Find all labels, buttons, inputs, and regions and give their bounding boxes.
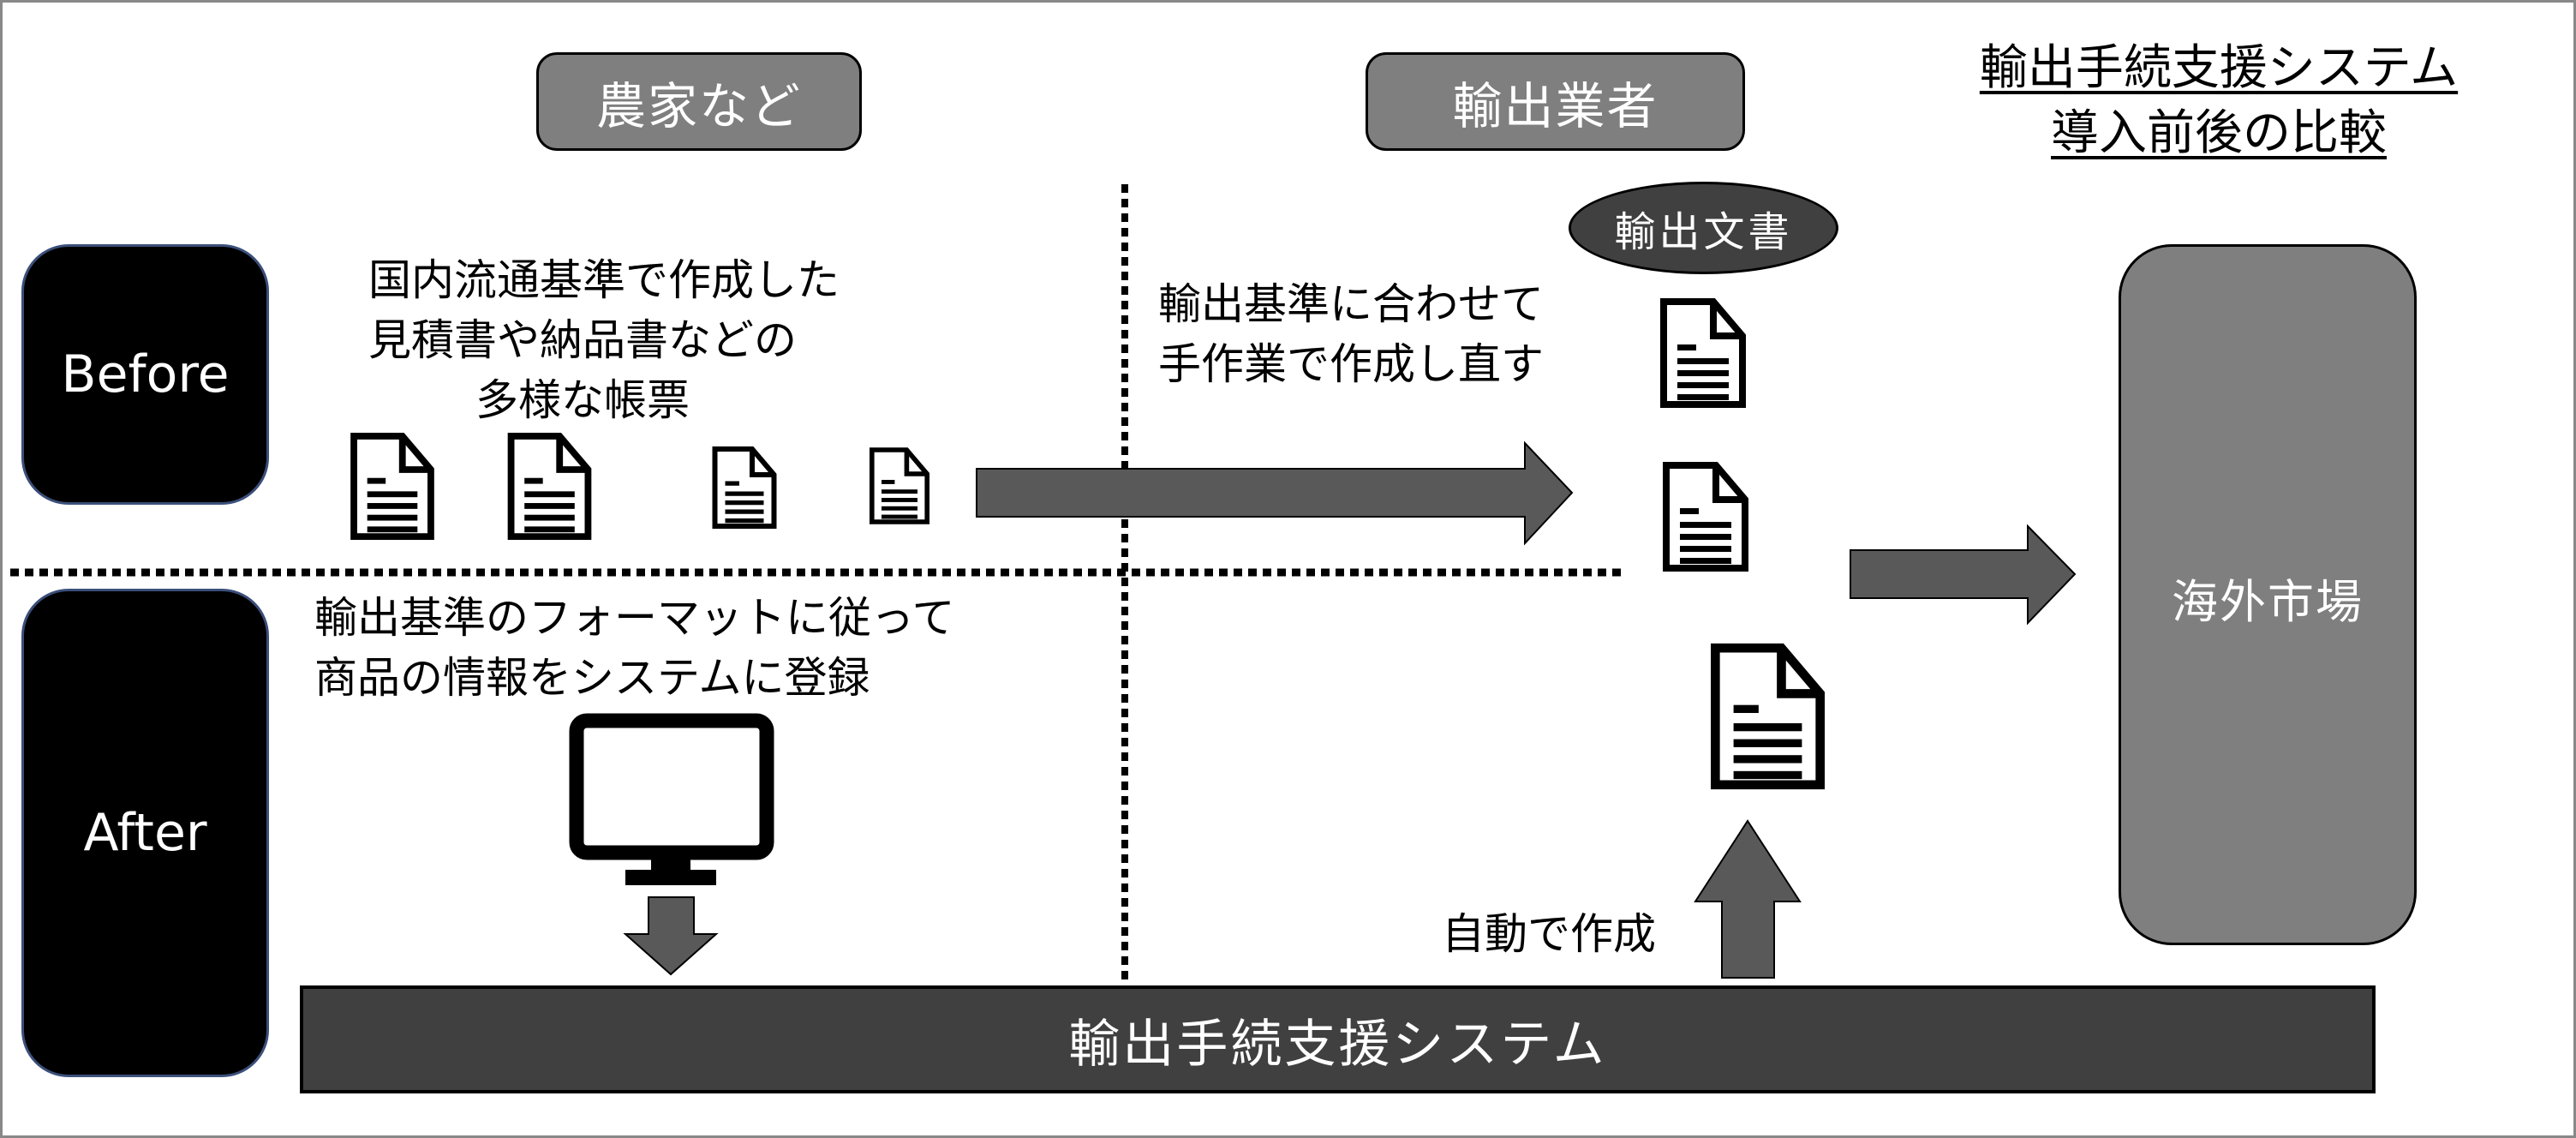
to-market-arrow: [1850, 524, 2077, 626]
before-stage-box: Before: [21, 244, 269, 505]
exporter-label: 輸出業者: [1452, 76, 1659, 135]
register-arrow: [623, 896, 719, 976]
before-exporter-text: 輸出基準に合わせて 手作業で作成し直す: [1158, 274, 1544, 394]
auto-create-label: 自動で作成: [1442, 909, 1656, 959]
after-farmer-text-line: 商品の情報をシステムに登録: [314, 653, 870, 703]
before-farmer-text-line: 見積書や納品書などの: [368, 315, 797, 365]
before-farmer-text: 国内流通基準で作成した 見積書や納品書などの 多様な帳票: [368, 250, 840, 430]
diagram-title: 輸出手続支援システム 導入前後の比較: [1910, 36, 2527, 166]
overseas-market-box: 海外市場: [2119, 244, 2417, 945]
manual-conversion-arrow: [976, 440, 1574, 546]
auto-create-arrow: [1694, 819, 1802, 979]
document-icon: [872, 450, 927, 522]
export-support-system-bar: 輸出手続支援システム: [300, 985, 2376, 1093]
exporter-header: 輸出業者: [1366, 52, 1745, 151]
export-documents-text: 輸出文書: [1614, 208, 1793, 256]
after-label: After: [83, 803, 207, 863]
document-icon: [1715, 648, 1820, 785]
document-icon: [511, 436, 589, 536]
before-farmer-text-line: 多様な帳票: [475, 375, 690, 425]
title-line-1: 輸出手続支援システム: [1979, 40, 2459, 96]
document-icon: [354, 436, 431, 536]
monitor-icon: [569, 713, 774, 885]
document-icon: [1666, 465, 1745, 568]
after-stage-box: After: [21, 589, 269, 1077]
before-farmer-text-line: 国内流通基準で作成した: [368, 255, 840, 305]
title-line-2: 導入前後の比較: [2051, 105, 2387, 161]
before-exporter-text-line: 手作業で作成し直す: [1158, 339, 1544, 389]
farmers-header: 農家など: [536, 52, 862, 151]
document-icon: [715, 449, 774, 526]
after-farmer-text: 輸出基準のフォーマットに従って 商品の情報をシステムに登録: [314, 588, 955, 708]
overseas-market-label: 海外市場: [2172, 575, 2364, 629]
before-exporter-text-line: 輸出基準に合わせて: [1158, 279, 1544, 329]
export-support-system-label: 輸出手続支援システム: [1068, 1014, 1607, 1075]
before-label: Before: [61, 344, 230, 404]
auto-create-text: 自動で作成: [1442, 904, 1656, 964]
document-icon: [1664, 302, 1742, 404]
export-documents-label: 輸出文書: [1569, 182, 1838, 274]
after-farmer-text-line: 輸出基準のフォーマットに従って: [314, 593, 955, 643]
farmers-label: 農家など: [595, 76, 802, 135]
